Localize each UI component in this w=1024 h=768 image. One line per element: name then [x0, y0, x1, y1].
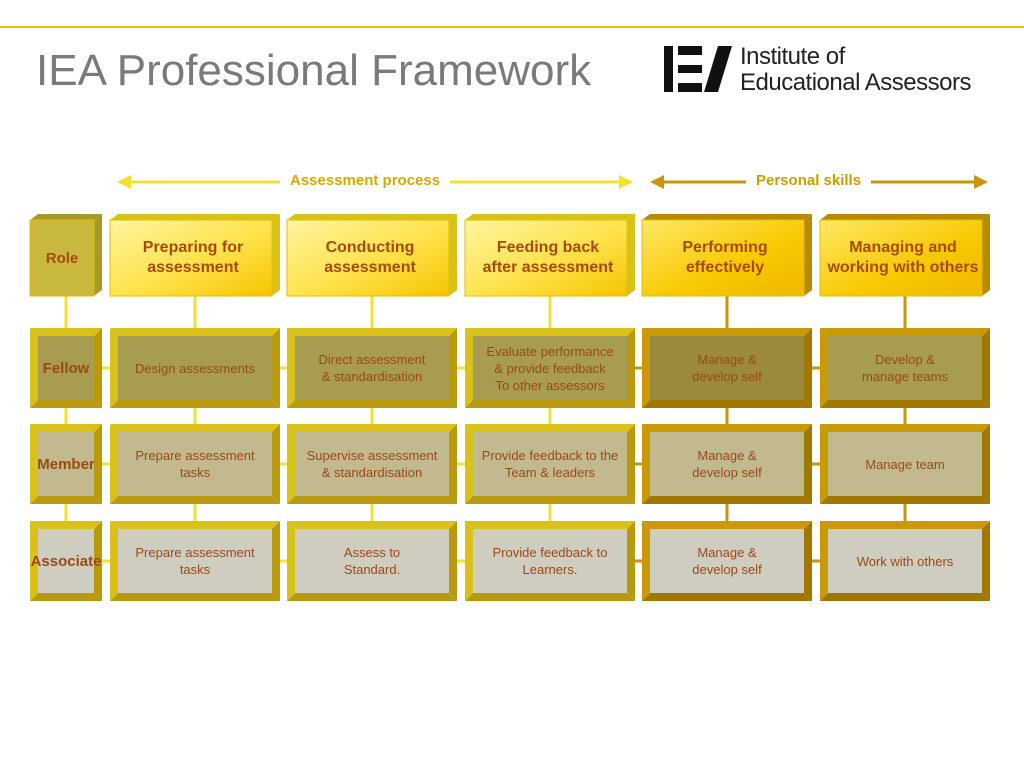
skill-cell-label: Prepare assessment tasks — [135, 545, 255, 577]
skill-box — [287, 424, 457, 504]
role-box — [30, 521, 102, 601]
column-header-label: Feeding back after assessment — [482, 239, 614, 276]
skill-box — [820, 328, 990, 408]
top-accent-line — [0, 26, 1024, 28]
skill-box — [820, 424, 990, 504]
skill-box — [287, 328, 457, 408]
role-box — [30, 424, 102, 504]
iea-logo-mark-icon — [664, 46, 732, 92]
skill-box — [110, 521, 280, 601]
role-header-box — [29, 214, 102, 297]
skill-box — [642, 424, 812, 504]
column-header-label: Preparing for assessment — [142, 239, 244, 276]
skill-cell-label: Manage & develop self — [692, 448, 762, 480]
column-header-label: Conducting assessment — [324, 239, 416, 276]
skill-box — [465, 424, 635, 504]
skill-box — [465, 328, 635, 408]
skill-cell-label: Evaluate performance & provide feedback … — [486, 343, 614, 393]
column-header-box — [819, 214, 990, 297]
column-header-box — [464, 214, 635, 297]
column-header-box — [109, 214, 280, 297]
role-header-label: Role — [45, 249, 79, 267]
skill-box — [110, 328, 280, 408]
column-header-label: Performing effectively — [682, 239, 768, 276]
skill-cell-label: Prepare assessment tasks — [135, 448, 255, 480]
skill-box — [820, 521, 990, 601]
skill-cell-label: Design assessments — [135, 360, 255, 376]
skill-cell-label: Provide feedback to the Team & leaders — [481, 448, 619, 480]
iea-logo: Institute of Educational Assessors — [664, 44, 1004, 96]
skill-box — [465, 521, 635, 601]
logo-line-1: Institute of — [740, 43, 845, 70]
skill-cell-label: Manage & develop self — [692, 545, 762, 577]
skill-cell-label: Work with others — [856, 553, 954, 569]
role-label: Member — [37, 455, 95, 473]
section-label-personal-skills: Personal skills — [746, 172, 872, 189]
skill-cell-label: Provide feedback to Learners. — [492, 545, 608, 577]
column-header-box — [286, 214, 457, 297]
section-label-assessment-process: Assessment process — [280, 172, 451, 189]
skill-cell-label: Develop & manage teams — [862, 352, 948, 384]
column-header-box — [641, 214, 812, 297]
role-label: Fellow — [42, 359, 90, 377]
role-box — [30, 328, 102, 408]
skill-cell-label: Manage team — [865, 456, 945, 472]
skill-cell-label: Assess to Standard. — [343, 545, 401, 577]
skill-box — [642, 521, 812, 601]
logo-line-2: Educational Assessors — [740, 69, 971, 96]
skill-box — [287, 521, 457, 601]
skill-cell-label: Manage & develop self — [692, 352, 762, 384]
skill-cell-label: Supervise assessment & standardisation — [306, 448, 438, 480]
skill-box — [642, 328, 812, 408]
skill-box — [110, 424, 280, 504]
column-header-label: Managing and working with others — [827, 239, 979, 276]
role-label: Associate — [30, 552, 102, 570]
skill-cell-label: Direct assessment & standardisation — [318, 352, 426, 384]
page-title: IEA Professional Framework — [36, 46, 592, 95]
